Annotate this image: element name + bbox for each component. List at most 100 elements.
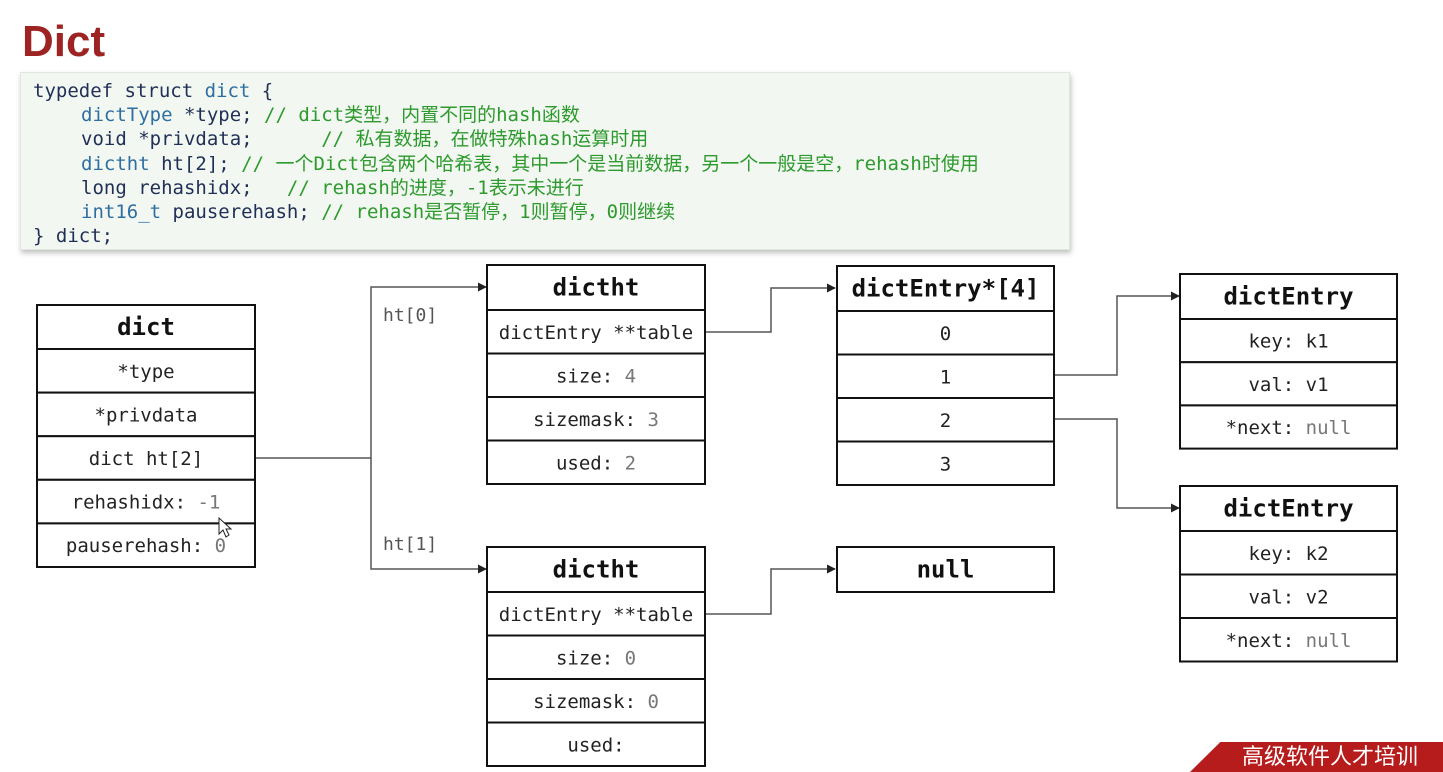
field-label: sizemask: bbox=[533, 409, 647, 431]
field-label: sizemask: bbox=[533, 691, 647, 713]
field-label: 0 bbox=[940, 323, 951, 345]
field-label: val: v2 bbox=[1248, 586, 1328, 608]
box-field: dict ht[2] bbox=[89, 448, 203, 470]
code-comment: // 一个Dict包含两个哈希表，其中一个是当前数据，另一个一般是空，rehas… bbox=[241, 152, 979, 175]
connector-dict-to-ht0 bbox=[255, 282, 487, 459]
dictentry-2-box: dictEntry key: k2 val: v2 *next: null bbox=[1179, 485, 1398, 663]
field-value: 0 bbox=[215, 535, 226, 557]
training-banner: 高级软件人才培训 bbox=[1190, 742, 1443, 772]
box-title: dictEntry*[4] bbox=[852, 275, 1040, 303]
code-token: ht[2]; bbox=[149, 152, 242, 175]
box-title: dictEntry bbox=[1223, 495, 1353, 523]
field-label: size: bbox=[556, 365, 625, 387]
box-header-cell bbox=[486, 264, 706, 311]
code-comment: // rehash是否暂停，1则暂停，0则继续 bbox=[321, 200, 676, 223]
box-title: dictEntry bbox=[1223, 283, 1353, 311]
box-field: size: 0 bbox=[556, 647, 636, 669]
box-field: dictEntry **table bbox=[499, 322, 693, 344]
field-label: used: bbox=[556, 452, 625, 474]
box-field-cell bbox=[486, 678, 706, 724]
field-value: -1 bbox=[197, 492, 220, 514]
connectors bbox=[255, 282, 1180, 615]
field-label: *type bbox=[117, 361, 174, 383]
mouse-cursor-icon bbox=[218, 516, 233, 538]
box-title: dictht bbox=[553, 556, 640, 584]
box-field: val: v1 bbox=[1248, 374, 1328, 396]
field-label: *next: bbox=[1226, 630, 1306, 652]
box-field-cell bbox=[36, 348, 256, 394]
code-token: pauserehash; bbox=[161, 200, 322, 223]
field-label: dictEntry **table bbox=[499, 322, 693, 344]
field-label: rehashidx: bbox=[72, 492, 198, 514]
box-field: key: k2 bbox=[1248, 543, 1328, 565]
box-field-cell bbox=[486, 396, 706, 442]
code-token: } dict; bbox=[33, 225, 114, 248]
field-value: 0 bbox=[625, 647, 636, 669]
code-line: dictht ht[2]; // 一个Dict包含两个哈希表，其中一个是当前数据… bbox=[33, 152, 1069, 176]
code-token: dictht bbox=[81, 152, 150, 175]
box-field-cell bbox=[486, 439, 706, 485]
connector-ht1-to-null bbox=[705, 564, 836, 615]
box-field-cell bbox=[36, 391, 256, 438]
code-comment: // dict类型，内置不同的hash函数 bbox=[264, 104, 580, 127]
box-field: val: v2 bbox=[1248, 586, 1328, 608]
code-token: { bbox=[250, 80, 274, 102]
null-box: null bbox=[836, 546, 1055, 593]
box-field: 3 bbox=[940, 453, 951, 475]
code-line: void *privdata; // 私有数据，在做特殊hash运算时用 bbox=[33, 127, 1069, 151]
box-header-cell bbox=[836, 546, 1055, 593]
box-field-cell bbox=[36, 435, 256, 481]
dictentry-array-box: dictEntry*[4] 0 1 2 3 bbox=[836, 265, 1055, 486]
code-comment: // 私有数据，在做特殊hash运算时用 bbox=[321, 128, 649, 151]
code-token: dictType bbox=[81, 104, 173, 127]
box-field: *next: null bbox=[1226, 630, 1352, 652]
field-label: 2 bbox=[940, 410, 951, 432]
field-label: key: k1 bbox=[1248, 331, 1328, 353]
box-field: 2 bbox=[940, 410, 951, 432]
box-field: pauserehash: 0 bbox=[66, 535, 226, 557]
box-title: null bbox=[917, 556, 975, 584]
code-token: dict bbox=[204, 80, 251, 102]
code-block: typedef struct dict {dictType *type; // … bbox=[20, 72, 1070, 250]
box-field: size: 4 bbox=[556, 365, 636, 387]
box-field: *type bbox=[117, 361, 174, 383]
field-value: null bbox=[1306, 630, 1352, 652]
dictentry-1-box: dictEntry key: k1 val: v1 *next: null bbox=[1179, 273, 1398, 450]
box-field: 1 bbox=[940, 366, 951, 388]
field-label: 1 bbox=[940, 366, 951, 388]
field-label: 3 bbox=[940, 453, 951, 475]
field-label: val: v1 bbox=[1248, 374, 1328, 396]
connector-dict-to-ht1 bbox=[370, 458, 487, 574]
box-title: dictht bbox=[553, 274, 640, 302]
field-value: 0 bbox=[647, 691, 658, 713]
box-field: *next: null bbox=[1226, 417, 1352, 439]
field-label: used: bbox=[567, 734, 624, 756]
box-field-cell bbox=[836, 440, 1055, 486]
code-line: int16_t pauserehash; // rehash是否暂停，1则暂停，… bbox=[33, 200, 1069, 224]
box-title: dict bbox=[117, 313, 175, 341]
field-label: dict ht[2] bbox=[89, 448, 203, 470]
code-token: *type; bbox=[172, 104, 265, 127]
box-field: dictEntry **table bbox=[499, 604, 693, 626]
box-header-cell bbox=[36, 304, 256, 350]
box-field: used: 2 bbox=[556, 452, 636, 474]
connector-ht0-to-table bbox=[705, 283, 836, 333]
field-value: 3 bbox=[647, 409, 658, 431]
code-line: long rehashidx; // rehash的进度，-1表示未进行 bbox=[33, 176, 1069, 200]
code-token: void *privdata; bbox=[81, 128, 322, 151]
field-value: null bbox=[1306, 417, 1352, 439]
box-field-cell bbox=[836, 397, 1055, 443]
field-label: *next: bbox=[1226, 417, 1306, 439]
code-token: int16_t bbox=[81, 200, 162, 223]
box-field: *privdata bbox=[95, 404, 198, 426]
code-line: dictType *type; // dict类型，内置不同的hash函数 bbox=[33, 103, 1069, 127]
box-header-cell bbox=[1179, 273, 1398, 320]
field-value: 2 bbox=[625, 452, 636, 474]
field-value: 4 bbox=[625, 365, 636, 387]
edge-label-ht1: ht[1] bbox=[383, 534, 437, 555]
field-label: size: bbox=[556, 647, 625, 669]
dict-struct-box: dict *type *privdata dict ht[2] rehashidx: -… bbox=[36, 304, 256, 569]
code-line: typedef struct dict { bbox=[33, 79, 1069, 103]
